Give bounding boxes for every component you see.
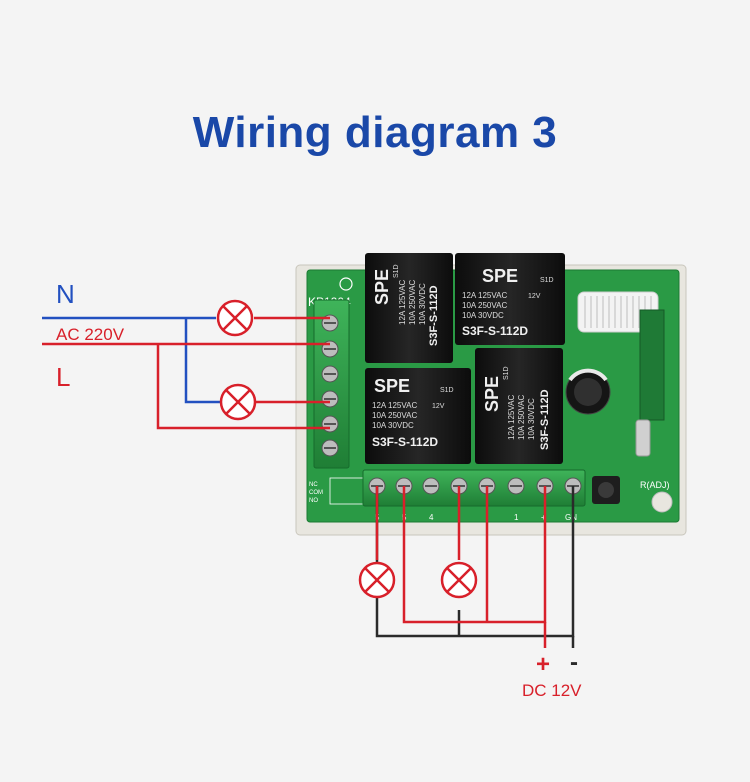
- relay-2: SPE S1D 12A 125VAC 10A 250VAC 10A 30VDC …: [455, 253, 565, 345]
- svg-text:10A 250VAC: 10A 250VAC: [462, 301, 507, 310]
- svg-text:4: 4: [429, 513, 434, 522]
- svg-text:SPE: SPE: [482, 376, 502, 412]
- svg-text:S3F-S-112D: S3F-S-112D: [539, 389, 551, 450]
- antenna-coil: [577, 291, 659, 333]
- svg-text:S1D: S1D: [393, 264, 400, 278]
- svg-text:10A 30VDC: 10A 30VDC: [527, 398, 536, 440]
- svg-text:10A 250VAC: 10A 250VAC: [408, 280, 417, 325]
- neutral-branch-wire: [184, 318, 222, 404]
- svg-text:GN: GN: [565, 513, 577, 522]
- dc-negative-wire: [375, 486, 575, 638]
- live-branch-wire: [156, 344, 330, 430]
- learn-button-label: R(ADJ): [640, 480, 670, 490]
- live-label: L: [56, 362, 70, 392]
- mounting-hole: [651, 491, 673, 513]
- lamp-icon: [216, 299, 254, 337]
- relay-3: SPE S1D 12A 125VAC 10A 250VAC 10A 30VDC …: [365, 368, 471, 464]
- svg-text:S3F-S-112D: S3F-S-112D: [428, 285, 440, 346]
- svg-text:12V: 12V: [528, 293, 541, 300]
- antenna-mark-icon: [339, 277, 353, 291]
- dc-minus-label: -: [570, 649, 578, 676]
- dc-voltage-label: DC 12V: [522, 681, 582, 700]
- svg-text:SPE: SPE: [374, 376, 410, 396]
- ac-voltage-label: AC 220V: [56, 325, 125, 344]
- rf-module: [639, 309, 665, 421]
- dc-plus-label: +: [536, 651, 550, 678]
- capacitor: [565, 368, 611, 415]
- dc-positive-wire: [402, 486, 547, 624]
- svg-text:S1D: S1D: [503, 366, 510, 380]
- svg-text:SPE: SPE: [372, 269, 392, 305]
- svg-text:12A 125VAC: 12A 125VAC: [372, 401, 417, 410]
- lamp-icon: [219, 383, 257, 421]
- table-com-label: COM: [309, 490, 323, 496]
- svg-text:12V: 12V: [432, 403, 445, 410]
- lamp-icon: [358, 561, 396, 599]
- svg-text:10A 250VAC: 10A 250VAC: [517, 395, 526, 440]
- table-no-label: NO: [309, 498, 318, 504]
- svg-text:1: 1: [514, 513, 519, 522]
- svg-text:12A 125VAC: 12A 125VAC: [462, 291, 507, 300]
- svg-text:10A 30VDC: 10A 30VDC: [462, 311, 504, 320]
- svg-text:10A 30VDC: 10A 30VDC: [372, 421, 414, 430]
- svg-text:S1D: S1D: [540, 277, 554, 284]
- ac-wiring: [42, 316, 330, 430]
- left-terminal-block: [313, 299, 350, 469]
- dc-wiring: [375, 486, 575, 648]
- table-nc-label: NC: [309, 482, 318, 488]
- relay-1: SPE S3F-S-112D 12A 125VAC 10A 250VAC 10A…: [365, 253, 453, 363]
- page-title: Wiring diagram 3: [192, 108, 558, 157]
- crystal-oscillator: [635, 419, 651, 457]
- svg-text:10A 30VDC: 10A 30VDC: [418, 283, 427, 325]
- svg-text:S1D: S1D: [440, 387, 454, 394]
- svg-text:S3F-S-112D: S3F-S-112D: [372, 435, 438, 449]
- lamp-icon: [440, 561, 478, 599]
- relay-4: SPE S3F-S-112D 12A 125VAC 10A 250VAC 10A…: [475, 348, 563, 464]
- svg-text:12A 125VAC: 12A 125VAC: [507, 395, 516, 440]
- neutral-label: N: [56, 279, 75, 309]
- svg-text:S3F-S-112D: S3F-S-112D: [462, 324, 528, 338]
- svg-text:+: +: [541, 513, 546, 522]
- learn-button: R(ADJ): [592, 476, 670, 504]
- svg-text:12A 125VAC: 12A 125VAC: [398, 280, 407, 325]
- svg-text:10A 250VAC: 10A 250VAC: [372, 411, 417, 420]
- svg-text:SPE: SPE: [482, 266, 518, 286]
